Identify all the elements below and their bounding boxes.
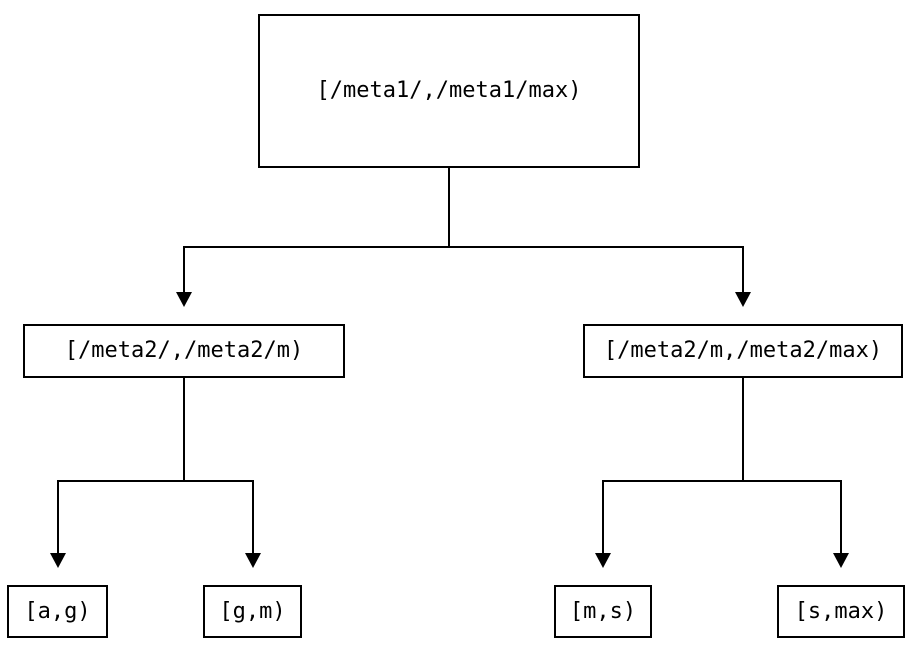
node-meta2-right-interval: [/meta2/m,/meta2/max)	[583, 324, 903, 378]
node-label: [m,s)	[569, 598, 637, 624]
arrow-down-icon	[595, 553, 611, 568]
node-label: [/meta1/,/meta1/max)	[316, 78, 582, 103]
node-root-interval: [/meta1/,/meta1/max)	[258, 14, 640, 168]
node-label: [/meta2/m,/meta2/max)	[603, 338, 883, 363]
arrow-down-icon	[735, 292, 751, 307]
node-leaf-g-m: [g,m)	[203, 585, 302, 638]
node-leaf-a-g: [a,g)	[7, 585, 108, 638]
arrow-down-icon	[245, 553, 261, 568]
arrow-down-icon	[50, 553, 66, 568]
node-meta2-left-interval: [/meta2/,/meta2/m)	[23, 324, 345, 378]
node-label: [/meta2/,/meta2/m)	[64, 338, 304, 363]
node-label: [g,m)	[219, 598, 286, 624]
node-label: [a,g)	[24, 598, 91, 624]
arrow-down-icon	[833, 553, 849, 568]
arrow-down-icon	[176, 292, 192, 307]
node-label: [s,max)	[794, 598, 888, 624]
node-leaf-m-s: [m,s)	[554, 585, 652, 638]
node-leaf-s-max: [s,max)	[777, 585, 905, 638]
